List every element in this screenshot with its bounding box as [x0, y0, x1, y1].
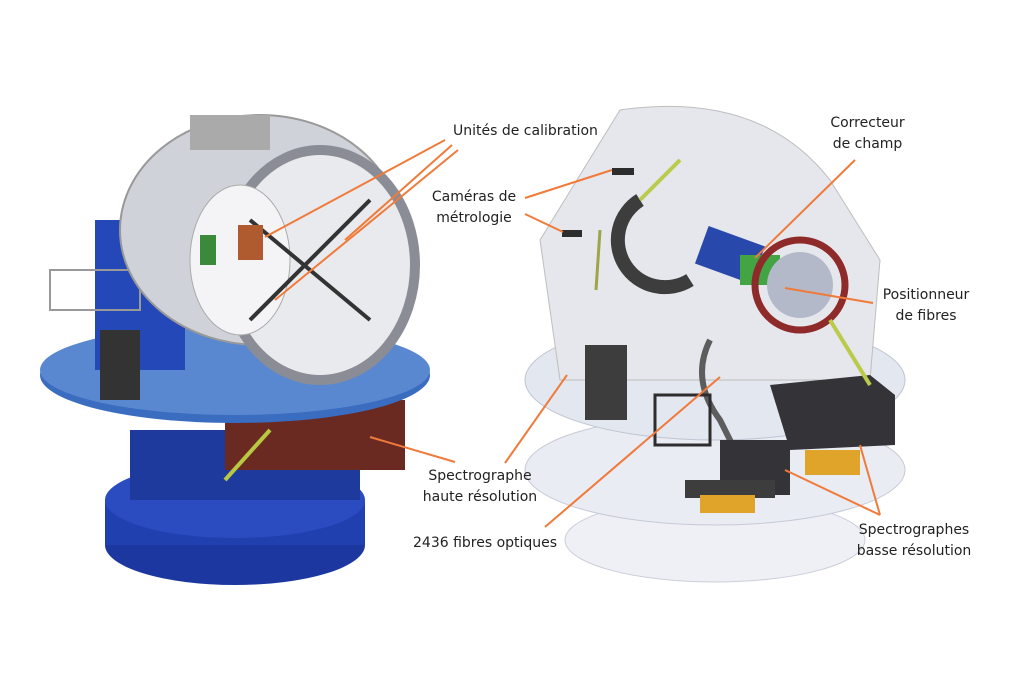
- leader-positioner: [784, 287, 874, 304]
- label-lowres-line1: Spectrographes: [858, 522, 970, 538]
- label-metrology-cameras: Caméras de métrologie: [428, 187, 520, 229]
- label-metrology-line2: métrologie: [436, 210, 512, 226]
- left-telescope-render: [40, 114, 430, 585]
- label-lowres-spectrographs: Spectrographes basse résolution: [848, 520, 980, 562]
- label-hires-spectrograph: Spectrographe haute résolution: [418, 466, 542, 508]
- leader-calibration-3: [274, 149, 459, 301]
- label-field-corrector: Correcteur de champ: [820, 113, 915, 155]
- leader-hires-2: [504, 374, 568, 464]
- label-corrector-line1: Correcteur: [830, 115, 905, 131]
- leader-lowres-2: [859, 444, 881, 516]
- label-metrology-line1: Caméras de: [431, 189, 517, 205]
- leader-corrector: [754, 159, 856, 259]
- right-telescope-render: [524, 105, 906, 583]
- label-positioner-line1: Positionneur: [882, 287, 970, 303]
- label-optical-fibers: 2436 fibres optiques: [413, 535, 558, 551]
- leader-calibration-2: [344, 144, 453, 241]
- leader-metrology-2: [524, 213, 564, 233]
- label-hires-line2: haute résolution: [422, 489, 538, 505]
- leader-lines: [264, 139, 881, 528]
- label-corrector-line2: de champ: [832, 136, 903, 152]
- leader-fibers: [544, 376, 721, 528]
- leader-lowres-1: [784, 469, 881, 516]
- label-hires-line1: Spectrographe: [428, 468, 532, 484]
- leader-metrology-1: [524, 169, 613, 199]
- leader-calibration-1: [264, 139, 446, 238]
- label-fiber-positioner: Positionneur de fibres: [874, 285, 978, 327]
- label-positioner-line2: de fibres: [895, 308, 957, 324]
- leader-hires-1: [369, 436, 456, 463]
- label-calibration-units: Unités de calibration: [453, 123, 598, 139]
- label-lowres-line2: basse résolution: [856, 543, 972, 559]
